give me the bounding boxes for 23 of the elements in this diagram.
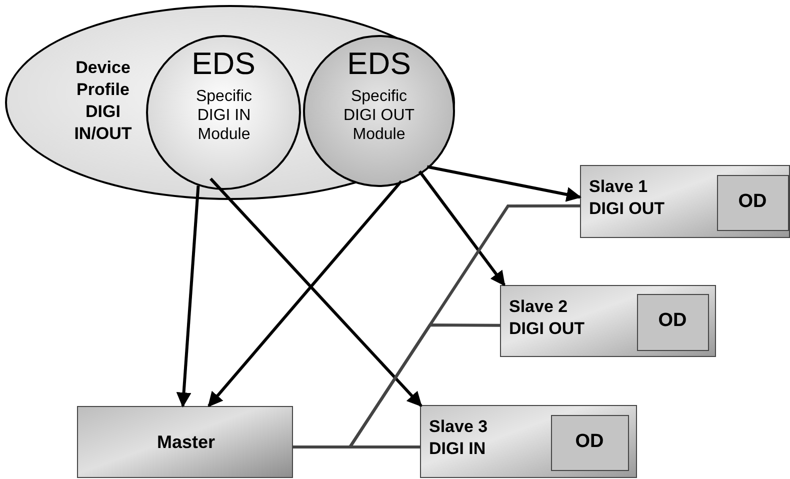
arrow <box>176 186 200 408</box>
node-label: Master <box>156 431 216 454</box>
node-label: Specific DIGI IN Module <box>194 87 254 145</box>
node-label: OD <box>574 430 605 454</box>
arrow <box>426 165 582 202</box>
heading-label: EDS <box>190 47 256 82</box>
device-box <box>420 405 637 478</box>
od-box <box>637 294 709 351</box>
od-box <box>717 175 789 231</box>
node-label: OD <box>737 190 768 214</box>
heading-label: EDS <box>346 47 412 82</box>
master-box <box>77 406 293 478</box>
arrow <box>418 170 506 286</box>
od-box <box>551 415 629 471</box>
node-label: Slave 1 DIGI OUT <box>589 176 666 220</box>
node-label: Slave 2 DIGI OUT <box>509 296 586 340</box>
device-box <box>580 165 790 238</box>
node-label: Slave 3 DIGI IN <box>429 416 489 460</box>
node-label: Specific DIGI OUT Module <box>342 87 416 145</box>
node-label: OD <box>657 309 688 333</box>
device-box <box>500 285 716 357</box>
node-label: Device Profile DIGI IN/OUT <box>73 57 133 146</box>
bus-line <box>293 324 500 449</box>
